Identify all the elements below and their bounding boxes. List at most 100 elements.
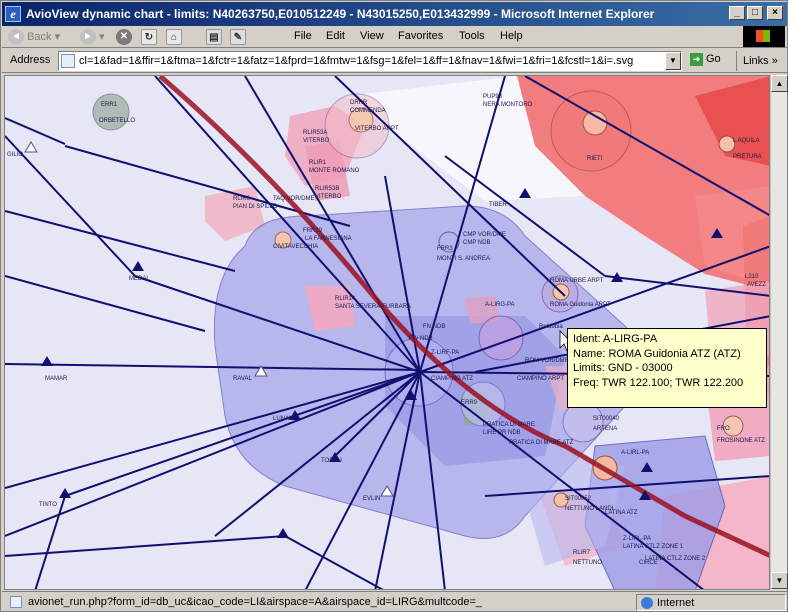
latina-atz-area[interactable] [525,456,625,566]
chart-viewport[interactable]: ERR1 ORBETELLO GILIO DRRR COMMENDA VITER… [4,75,770,590]
label-ciampino-atz: CIAMPINO ATZ [431,376,473,382]
label-taq: TAQ VOR/DME [273,196,315,202]
forward-button[interactable]: ► ▾ [80,28,105,46]
label-evlin: EVLIN [363,496,380,502]
label-circe: CIRCE [639,560,658,566]
circle-laquila[interactable] [718,135,736,153]
tooltip-limits: Limits: GND - 03000 [573,362,673,374]
label-rlir7: RLIR7 [573,550,591,556]
waypoints[interactable] [41,188,723,538]
reporting-points[interactable] [24,141,394,497]
minimize-button[interactable]: _ [729,6,745,20]
circle-orbetello[interactable] [92,93,130,131]
go-label: Go [706,53,721,65]
menu-tools[interactable]: Tools [459,30,485,42]
pink-zone-urbe[interactable] [465,296,500,324]
circle-rieti-atz[interactable] [582,110,608,136]
menu-file[interactable]: File [294,30,312,42]
address-url: cl=1&fad=1&ffir=1&ftma=1&fctr=1&fatz=1&f… [79,55,634,67]
address-input[interactable]: cl=1&fad=1&ffir=1&ftma=1&fctr=1&fatz=1&f… [58,51,682,71]
circle-frosinone[interactable] [722,415,744,437]
pink-zone-pian-di-spillo[interactable] [205,186,265,241]
label-latina-ctlz-1: LATINA CTLZ ZONE 1 [623,544,684,550]
circle-monti-andrea[interactable] [438,231,460,253]
scroll-up-button[interactable]: ▲ [771,75,788,92]
print-button[interactable]: ▤ [206,28,222,46]
airspace-map[interactable]: ERR1 ORBETELLO GILIO DRRR COMMENDA VITER… [5,76,770,590]
label-torvu: TORVU [321,458,342,464]
airspace-tooltip: Ident: A-LIRG-PA Name: ROMA Guidonia ATZ… [567,328,767,408]
edit-icon: ✎ [230,29,246,46]
edit-page-button[interactable]: ✎ [230,28,246,46]
back-arrow-icon: ◄ [8,29,24,46]
menu-favorites[interactable]: Favorites [398,30,444,42]
label-lunak: LUNAK [273,416,293,422]
vertical-scrollbar[interactable]: ▲ ▼ [770,75,788,590]
status-text: avionet_run.php?form_id=db_uc&icao_code=… [10,596,600,609]
refresh-button[interactable]: ↻ [141,28,157,46]
label-err9: ERR9 [461,400,478,406]
label-frr29: FRR29 [303,228,323,234]
label-monte-romano: MONTE ROMANO [309,168,360,174]
label-la-farnesiana: LA FARNESIANA [305,236,352,242]
label-pratica: PRATICA DI MARE [483,422,535,428]
label-rlir1: RLIR1 [309,160,327,166]
label-orbetello: ORBETELLO [99,118,135,124]
label-medal: MEDAL [129,276,150,282]
label-viterbo-b: VITERBO [315,194,342,200]
label-nettuno-landi: NETTUNO LANDI [565,506,614,512]
go-button[interactable]: ➜Go [690,53,721,66]
label-a-lirg-pa: A-LIRG-PA [485,302,515,308]
label-l210: L210 [745,274,759,280]
circle-viterbo-atz[interactable] [348,107,374,133]
stop-button[interactable]: ✕ [116,28,132,46]
security-zone: Internet [636,594,786,611]
label-viterbo-arpt: VITERBO ARPT [355,126,399,132]
menu-help[interactable]: Help [500,30,523,42]
label-rieti: RIETI [587,156,603,162]
globe-icon [641,597,653,609]
address-dropdown-button[interactable]: ▼ [665,52,681,70]
circle-artena[interactable] [562,401,604,443]
back-button[interactable]: ◄ Back ▾ [8,28,60,46]
window-title: AvioView dynamic chart - limits: N402637… [26,7,655,21]
label-ciampino-arpt: CIAMPINO ARPT [517,376,564,382]
pink-zone-monte-romano[interactable] [305,141,350,201]
home-icon: ⌂ [166,29,182,46]
scroll-down-button[interactable]: ▼ [771,572,788,589]
label-fw-ndb: FW NDB [409,336,433,342]
route-line[interactable] [158,76,770,558]
browser-toolbar: ◄ Back ▾ ► ▾ ✕ ↻ ⌂ ▤ ✎ File Edit View Fa… [2,26,787,48]
links-button[interactable]: Links » [736,51,778,71]
label-rlir53a: RLIR53A [303,130,327,136]
circle-ciampino[interactable] [478,315,524,361]
menu-view[interactable]: View [360,30,384,42]
label-z-lirl: Z-LIRL-PA [623,536,651,542]
label-tinto: TINTO [39,502,57,508]
page-status-icon [10,596,22,609]
label-lire-ndb: LIRE PR NDB [483,430,521,436]
label-civitavecchia: CIVITAVECCHIA [273,244,318,250]
maximize-button[interactable]: □ [747,6,763,20]
label-commenda: COMMENDA [350,108,386,114]
label-cmp: CMP VOR/DME [463,232,506,238]
close-button[interactable]: × [767,6,783,20]
zone-label: Internet [657,597,695,609]
circle-civitavecchia[interactable] [274,231,292,249]
label-rom-vor: ROM VOR/DME [525,358,569,364]
home-button[interactable]: ⌂ [166,28,182,46]
red-zone-ne[interactable] [695,76,770,166]
label-fn-ndb: FN NDB [423,324,445,330]
label-guidonia-arpt: ROMA Guidonia ARPT [550,302,611,308]
refresh-icon: ↻ [141,29,157,46]
label-laquila: L AQUILA [733,138,759,144]
circle-nettuno[interactable] [553,492,569,508]
title-bar[interactable]: e AvioView dynamic chart - limits: N4026… [2,2,787,26]
pink-zone-santa-severa[interactable] [305,286,355,331]
label-latina-ctlz-2: LATINA CTLZ ZONE 2 [645,556,706,562]
menu-edit[interactable]: Edit [326,30,345,42]
label-artena: ARTENA [593,426,617,432]
forward-arrow-icon: ► [80,29,96,46]
label-err1: ERR1 [101,102,118,108]
